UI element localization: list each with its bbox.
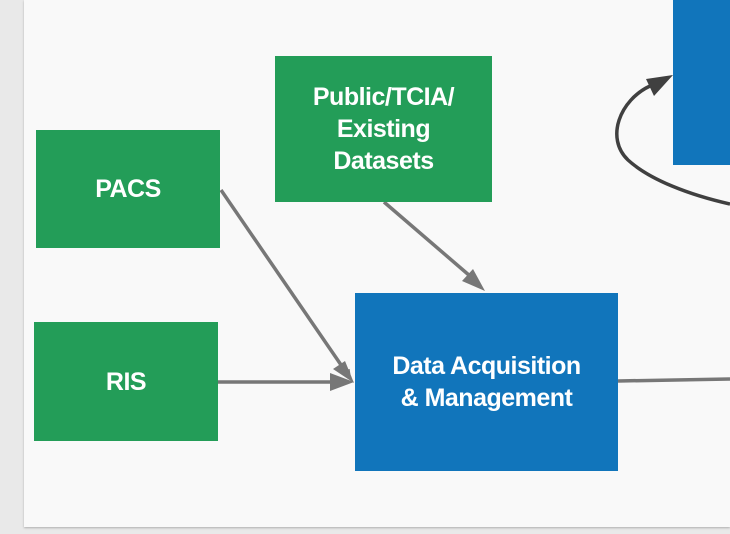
node-public-tcia-existing-datasets[interactable]: Public/TCIA/ Existing Datasets	[275, 56, 492, 202]
node-ris[interactable]: RIS	[34, 322, 218, 441]
edge-public-to-acquisition	[382, 200, 472, 278]
node-ris-label: RIS	[105, 367, 147, 396]
node-pacs-label: PACS	[95, 175, 161, 203]
edge-pacs-to-acquisition	[219, 189, 352, 380]
edge-acquisition-to-offscreen	[617, 377, 730, 383]
node-pacs[interactable]: PACS	[36, 130, 220, 248]
node-offscreen-partial[interactable]	[673, 0, 730, 165]
arrowhead-public	[462, 269, 485, 291]
arrowhead-pacs	[333, 361, 354, 383]
node-public-label: Public/TCIA/ Existing Datasets	[312, 83, 455, 175]
arrowhead-loop	[646, 75, 673, 96]
arrowhead-ris	[330, 373, 354, 391]
node-acquisition-label: Data Acquisition & Management	[392, 352, 581, 412]
edge-offscreen-loop	[615, 84, 730, 206]
node-data-acquisition-management[interactable]: Data Acquisition & Management	[355, 293, 618, 471]
